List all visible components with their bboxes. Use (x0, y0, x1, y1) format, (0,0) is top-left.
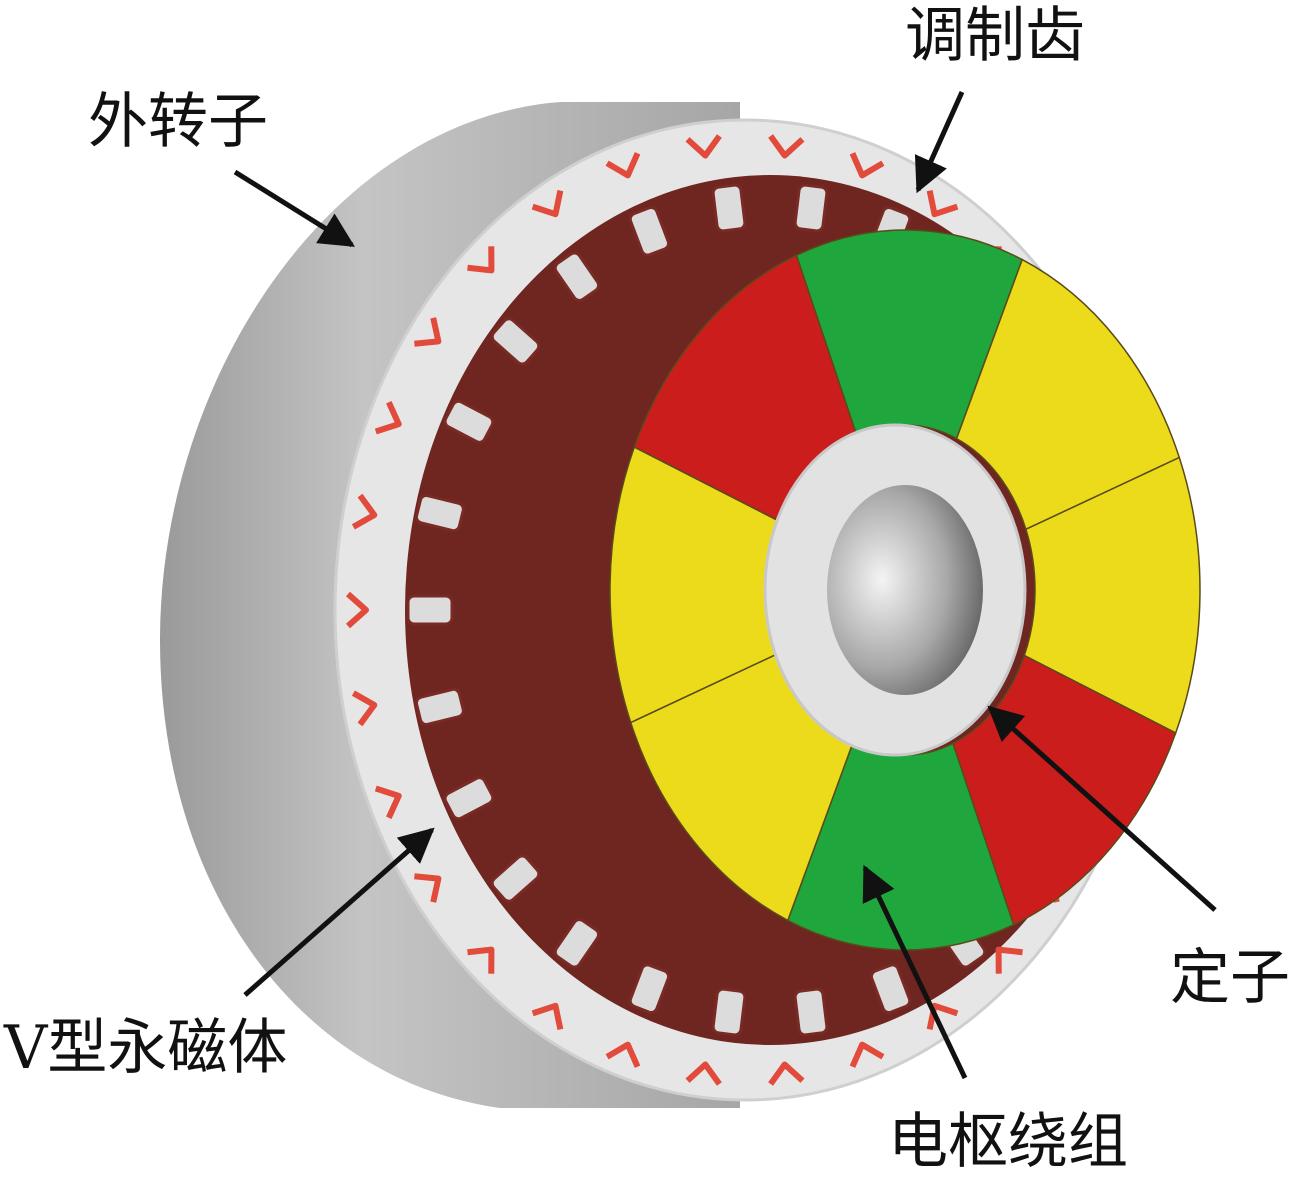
v-magnet (926, 190, 959, 218)
v-magnet (414, 873, 442, 903)
modulation-tooth (628, 963, 671, 1014)
modulation-tooth (711, 987, 747, 1037)
v-magnet (374, 400, 402, 435)
arrow-v-magnet (243, 827, 435, 997)
v-magnet (605, 152, 641, 179)
leader-arrows (233, 90, 1217, 1080)
modulation-tooth (414, 687, 465, 726)
winding-segment (955, 258, 1181, 531)
label-outer-rotor: 外转子 (88, 87, 268, 157)
modulation-tooth (490, 317, 541, 366)
label-stator: 定子 (1170, 943, 1290, 1013)
v-magnet (414, 317, 442, 347)
modulation-tooth (793, 987, 829, 1037)
armature-winding-disc (609, 229, 1201, 951)
label-modulation-teeth: 调制齿 (905, 1, 1085, 71)
v-magnet (351, 690, 378, 727)
winding-segment (1023, 456, 1201, 735)
winding-segment (786, 740, 1015, 951)
v-magnet (346, 591, 369, 629)
v-magnet (995, 946, 1023, 974)
v-magnet (374, 785, 402, 820)
label-armature-winding: 电枢绕组 (888, 1107, 1128, 1177)
arrow-outer-rotor (233, 169, 355, 248)
arrow-modulation-teeth (914, 90, 965, 194)
modulation-tooth (793, 183, 829, 233)
arrow-armature-winding (862, 864, 968, 1080)
v-magnet (768, 134, 805, 159)
v-magnet (531, 190, 564, 218)
v-magnet (685, 134, 722, 159)
modulation-tooth (443, 776, 495, 821)
v-magnet (467, 946, 495, 974)
stator-hub (763, 423, 1027, 757)
modulation-tooth (553, 918, 601, 969)
v-magnet (467, 246, 495, 274)
v-magnet (849, 152, 885, 179)
label-v-magnet: V型永磁体 (4, 1013, 288, 1083)
v-magnet (849, 1041, 885, 1068)
v-magnet (768, 1061, 805, 1086)
modulation-tooth (490, 854, 541, 903)
v-magnet (351, 493, 378, 530)
v-magnet (926, 1002, 959, 1030)
modulation-tooth (711, 183, 747, 233)
modulation-tooth (443, 399, 495, 444)
modulation-tooth (553, 251, 601, 302)
modulation-tooth (628, 206, 671, 257)
arrow-stator (987, 705, 1217, 912)
v-magnet (685, 1061, 722, 1086)
v-magnet-array (346, 134, 1144, 1086)
modulation-tooth (414, 494, 465, 533)
modulation-tooth (406, 594, 454, 626)
v-magnet (605, 1041, 641, 1068)
v-magnet (531, 1002, 564, 1030)
modulation-tooth (869, 963, 912, 1014)
